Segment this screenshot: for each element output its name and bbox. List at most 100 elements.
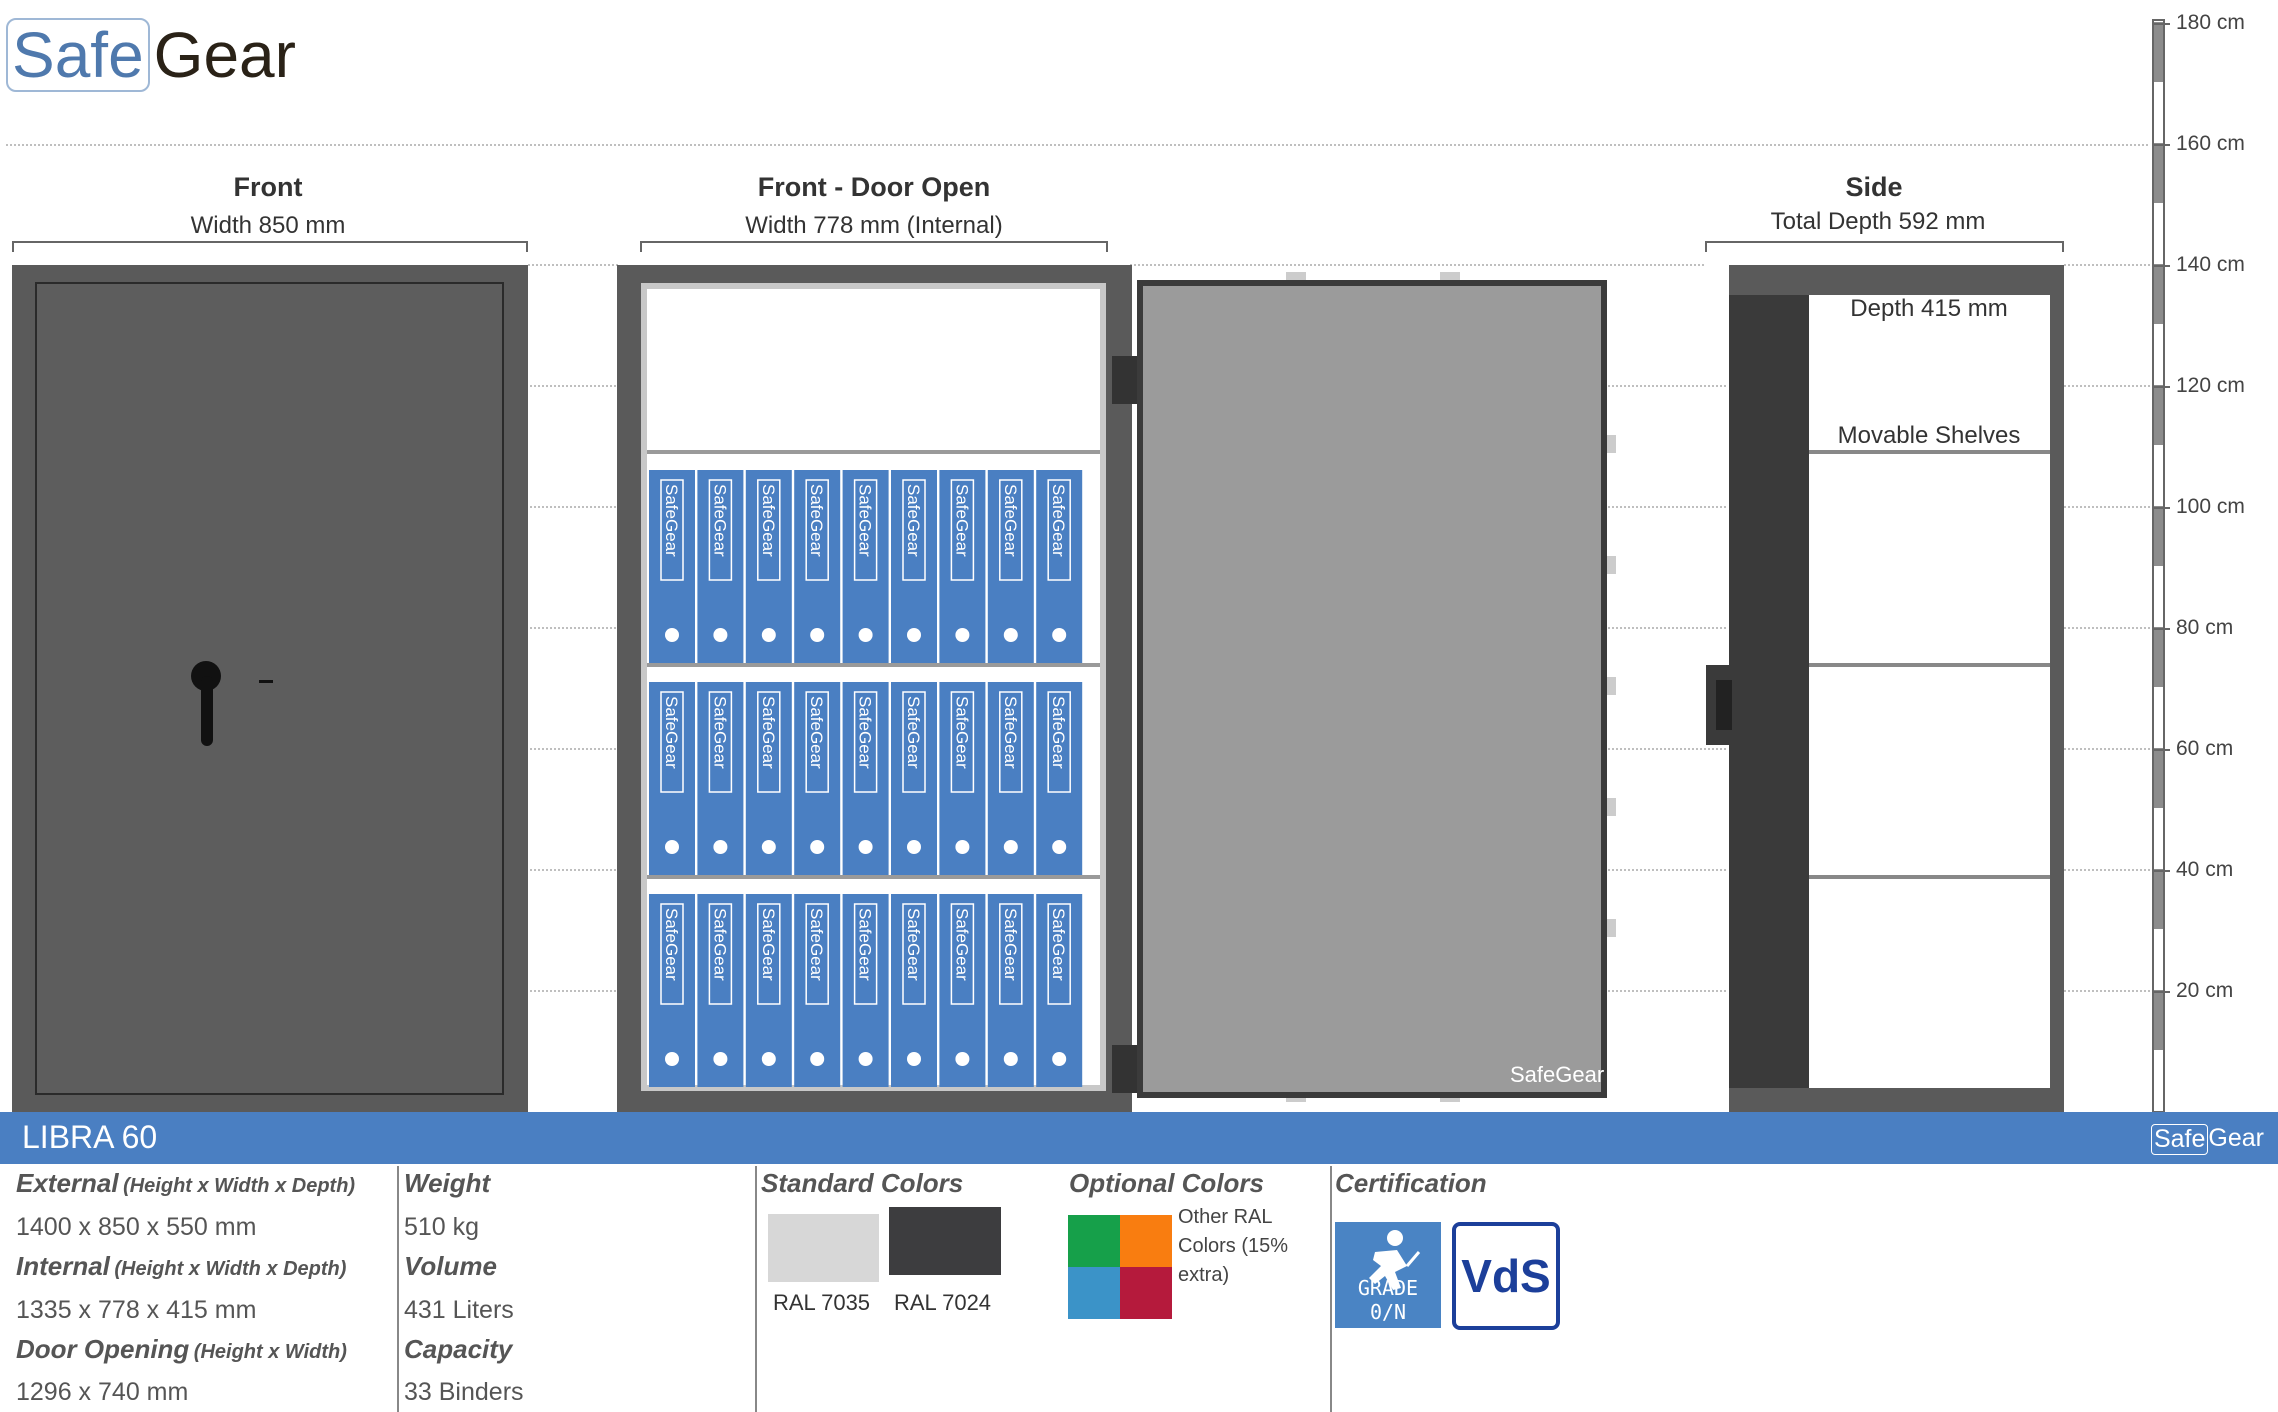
ruler-label-120: 120 cm (2176, 374, 2245, 397)
binder: SafeGear (649, 682, 695, 875)
ruler-label-140: 140 cm (2176, 253, 2245, 276)
external-label: External (16, 1168, 119, 1198)
optional-colors-note: Other RAL Colors (15% extra) (1178, 1206, 1289, 1286)
internal-value: 1335 x 778 x 415 mm (16, 1296, 257, 1324)
binder-label: SafeGear (807, 696, 826, 769)
binder-ring-hole (713, 1052, 728, 1066)
binder-label-box (805, 691, 829, 793)
swatch-ral-7024 (889, 1207, 1001, 1275)
height-ruler (2152, 19, 2170, 1112)
side-shelf-1 (1809, 450, 2050, 454)
front-width-bracket (12, 241, 528, 252)
standard-colors-title: Standard Colors (761, 1168, 964, 1198)
binder-label: SafeGear (904, 908, 923, 981)
binder-ring-hole (1052, 1052, 1067, 1066)
side-handle-grip (1716, 680, 1732, 730)
binder-ring-hole (1052, 840, 1067, 854)
binder-ring-hole (810, 840, 825, 854)
safegear-logo: Safe Gear (6, 18, 296, 92)
binder: SafeGear (745, 682, 792, 875)
binder-label-box (999, 691, 1023, 793)
binder: SafeGear (842, 894, 889, 1087)
internal-heading: Internal (Height x Width x Depth) (16, 1251, 346, 1282)
binder-ring-hole (810, 628, 825, 642)
hinge-top (1112, 356, 1140, 404)
ruler-label-40: 40 cm (2176, 858, 2234, 881)
binder-label-box (708, 903, 733, 1005)
binder-ring-hole (761, 1052, 776, 1066)
binder-label-box (902, 691, 926, 793)
binder-label: SafeGear (662, 908, 681, 981)
binder-label-box (950, 691, 975, 793)
binder: SafeGear (794, 682, 841, 875)
weight-value: 510 kg (404, 1213, 480, 1241)
binder-ring-hole (858, 628, 873, 642)
binder-label-box (1047, 479, 1071, 581)
binder-ring-hole (955, 840, 970, 854)
binder-label-box (708, 479, 733, 581)
hinge-bottom (1112, 1045, 1140, 1093)
binder: SafeGear (842, 470, 889, 663)
binder-label: SafeGear (662, 484, 681, 557)
binder: SafeGear (939, 682, 986, 875)
ruler-segments (2153, 22, 2170, 1050)
binder: SafeGear (891, 682, 937, 875)
binder-label: SafeGear (710, 484, 729, 557)
binder-ring-hole (761, 628, 776, 642)
binder-label-box (853, 479, 878, 581)
ruler-label-80: 80 cm (2176, 616, 2234, 639)
certification-title: Certification (1335, 1168, 1487, 1198)
binder-label: SafeGear (856, 908, 875, 981)
shelf-2 (647, 663, 1100, 667)
guide-lines (6, 144, 2150, 992)
binder: SafeGear (939, 470, 986, 663)
open-door: SafeGear (1137, 272, 1616, 1102)
open-title: Front - Door Open (757, 172, 991, 202)
lock-indicator (259, 680, 273, 683)
front-door-panel (35, 282, 504, 1095)
binder-label: SafeGear (759, 696, 778, 769)
optional-color-green (1068, 1215, 1120, 1267)
optional-colors-title: Optional Colors (1069, 1168, 1264, 1198)
binder: SafeGear (649, 894, 695, 1087)
door-heading: Door Opening (Height x Width) (16, 1334, 347, 1365)
product-name: LIBRA 60 (22, 1119, 158, 1155)
ruler-segment (2154, 990, 2163, 1050)
ruler-segment (2154, 869, 2163, 929)
binder-label: SafeGear (1001, 696, 1020, 769)
binder-label-box (902, 903, 926, 1005)
binder-ring-hole (907, 1052, 921, 1066)
binder: SafeGear (842, 682, 889, 875)
open-width: Width 778 mm (Internal) (745, 212, 1003, 239)
binder-label: SafeGear (1049, 484, 1068, 557)
binder-label-box (1047, 903, 1071, 1005)
binder: SafeGear (891, 470, 937, 663)
side-depth-bracket (1705, 241, 2064, 252)
bar-logo-safe: Safe (2150, 1124, 2209, 1155)
ruler-segment (2154, 385, 2163, 445)
optional-color-red (1120, 1267, 1172, 1319)
lock-handle (201, 676, 213, 746)
lock-knob (191, 661, 221, 691)
binder-label: SafeGear (904, 696, 923, 769)
binder-label: SafeGear (1001, 908, 1020, 981)
capacity-label: Capacity (404, 1334, 513, 1364)
binder-label-box (805, 479, 829, 581)
binder: SafeGear (745, 470, 792, 663)
binder-ring-hole (907, 628, 921, 642)
shelf-3 (647, 875, 1100, 879)
binder: SafeGear (987, 894, 1034, 1087)
binder-label: SafeGear (807, 908, 826, 981)
binder-ring-hole (955, 1052, 970, 1066)
internal-label: Internal (16, 1251, 110, 1281)
binder-label: SafeGear (952, 484, 971, 557)
ruler-label-60: 60 cm (2176, 737, 2234, 760)
binder-ring-hole (1052, 628, 1067, 642)
side-shelf-3 (1809, 875, 2050, 879)
volume-value: 431 Liters (404, 1296, 514, 1324)
depth-label: Depth 415 mm (1850, 295, 2007, 322)
binder-ring-hole (713, 628, 728, 642)
